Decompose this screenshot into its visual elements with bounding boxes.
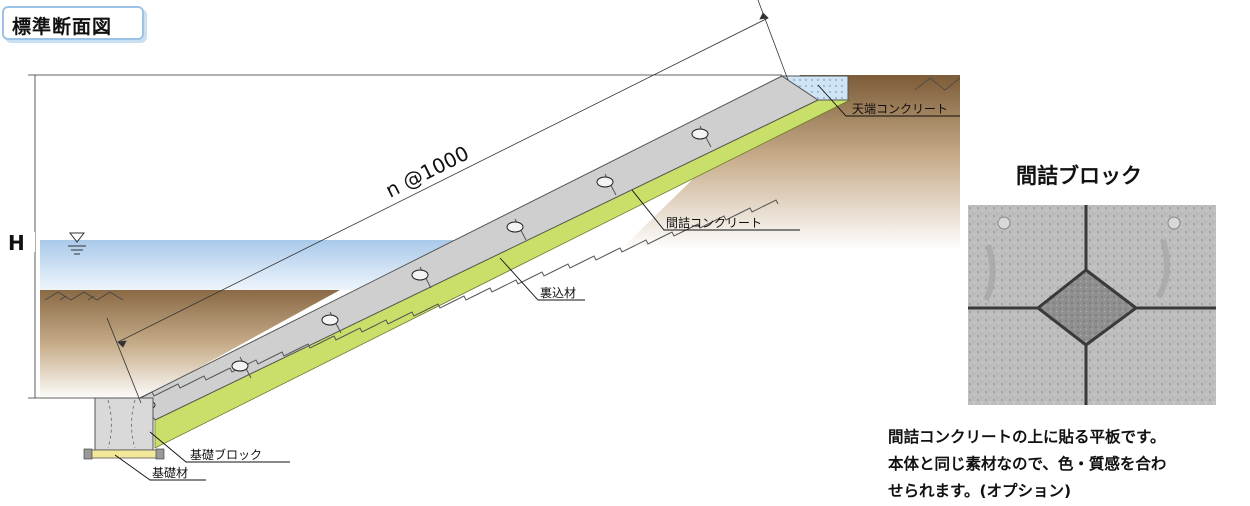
crown-concrete-label: 天端コンクリート <box>852 102 948 116</box>
foundation-block <box>94 397 154 451</box>
caption-line: 間詰コンクリートの上に貼る平板です。 <box>888 428 1166 446</box>
diagram-title: 標準断面図 <box>12 16 113 38</box>
diagram-title-box: 標準断面図 <box>2 6 144 40</box>
foundation-block-label: 基礎ブロック <box>190 447 262 462</box>
filler-block-caption: 間詰コンクリートの上に貼る平板です。 本体と同じ素材なので、色・質感を合わ せら… <box>888 424 1250 505</box>
ground-hatch-right <box>914 77 960 91</box>
slope-dimension <box>106 0 789 404</box>
filler-block-title: 間詰ブロック <box>1016 164 1142 188</box>
caption-line: せられます。(オプション) <box>888 482 1072 500</box>
filler-concrete-markers <box>140 128 709 410</box>
leader-lines <box>114 84 960 481</box>
riverbed-soil <box>40 290 340 400</box>
ground-hatch-left <box>44 291 124 301</box>
bank-soil <box>620 75 960 250</box>
foundation-material <box>87 449 161 459</box>
caption-line: 本体と同じ素材なので、色・質感を合わ <box>888 455 1167 473</box>
block-surface-teeth <box>139 199 779 399</box>
cross-section-diagram: H n @1000 天端コンクリート 間詰コンクリート 裏込材 基礎ブロック 基… <box>8 0 960 481</box>
backfill-label: 裏込材 <box>540 285 576 300</box>
water-level-symbol <box>68 232 86 255</box>
filler-block-photo <box>968 205 1216 405</box>
height-label: H <box>8 231 25 255</box>
filler-concrete-label: 間詰コンクリート <box>666 215 762 230</box>
foundation-material-label: 基礎材 <box>152 466 188 480</box>
